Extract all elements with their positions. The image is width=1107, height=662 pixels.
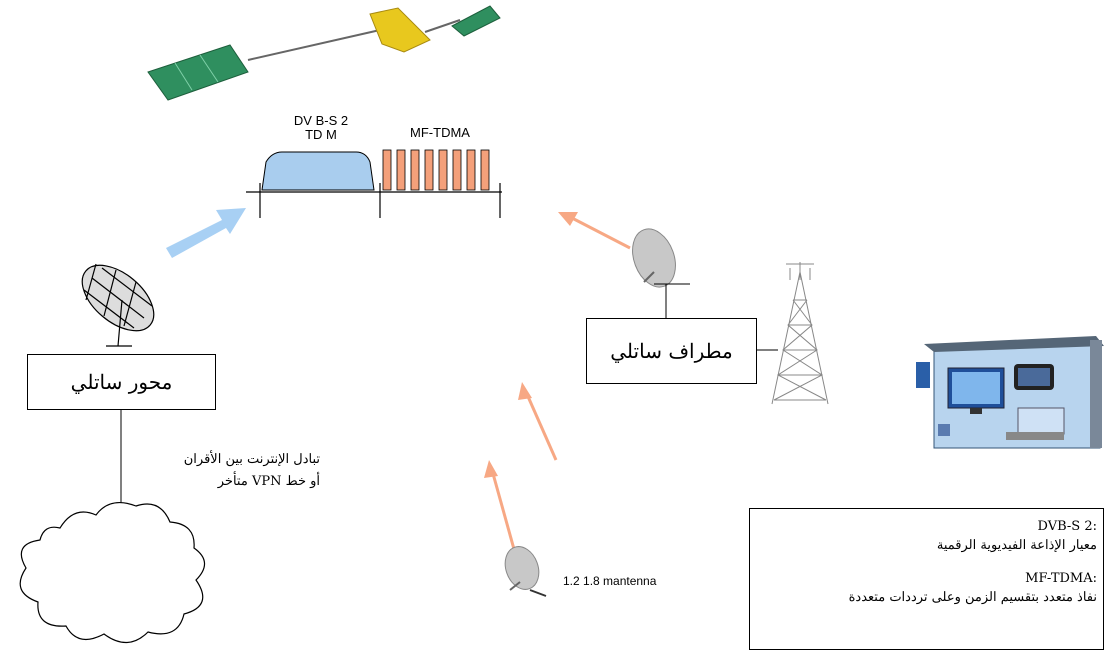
satellite-hub-box: محور ساتلي bbox=[27, 354, 216, 410]
network-note-line2: أو خط VPN متأخر bbox=[217, 474, 320, 489]
tdm-carrier bbox=[261, 151, 375, 191]
satellite-icon bbox=[147, 5, 501, 101]
spectrum-diagram bbox=[246, 149, 502, 218]
hub-uplink-arrow bbox=[166, 208, 246, 258]
tdm-label-line2: TD M bbox=[305, 127, 337, 142]
legend-term-mftdma: MF-TDMA: bbox=[1025, 571, 1097, 586]
vsat-dish-icon bbox=[632, 228, 690, 318]
satellite-terminal-label: مطراف ساتلي bbox=[610, 339, 733, 363]
cloud-icon bbox=[19, 501, 206, 644]
legend-box: DVB-S 2: معيار الإذاعة الفيديوية الرقمية… bbox=[749, 508, 1104, 650]
legend-def-mftdma: نفاذ متعدد بتقسيم الزمن وعلى ترددات متعد… bbox=[848, 590, 1097, 605]
satellite-dish-icon bbox=[81, 263, 155, 347]
mftdma-carrier-label: MF-TDMA bbox=[410, 125, 470, 140]
antenna-size-label: 1.2 1.8 mantenna bbox=[563, 574, 657, 588]
legend-term-dvbs2: DVB-S 2: bbox=[1037, 519, 1097, 534]
network-note-line1: تبادل الإنترنت بين الأقران bbox=[183, 452, 320, 467]
vsat-dish-bottom-icon bbox=[504, 546, 547, 597]
tdm-label-line1: DV B-S 2 bbox=[293, 113, 349, 128]
legend-def-dvbs2: معيار الإذاعة الفيديوية الرقمية bbox=[936, 538, 1097, 553]
network-note: تبادل الإنترنت بين الأقران أو خط VPN متأ… bbox=[110, 452, 320, 490]
tdm-carrier-label: DV B-S 2 TD M bbox=[266, 114, 376, 142]
uplink-arrows bbox=[484, 212, 631, 579]
satellite-terminal-box: مطراف ساتلي bbox=[586, 318, 757, 384]
satellite-hub-label: محور ساتلي bbox=[70, 370, 173, 394]
house-with-devices-icon bbox=[916, 336, 1104, 449]
radio-tower-icon bbox=[771, 262, 829, 405]
mftdma-carriers bbox=[382, 149, 490, 191]
